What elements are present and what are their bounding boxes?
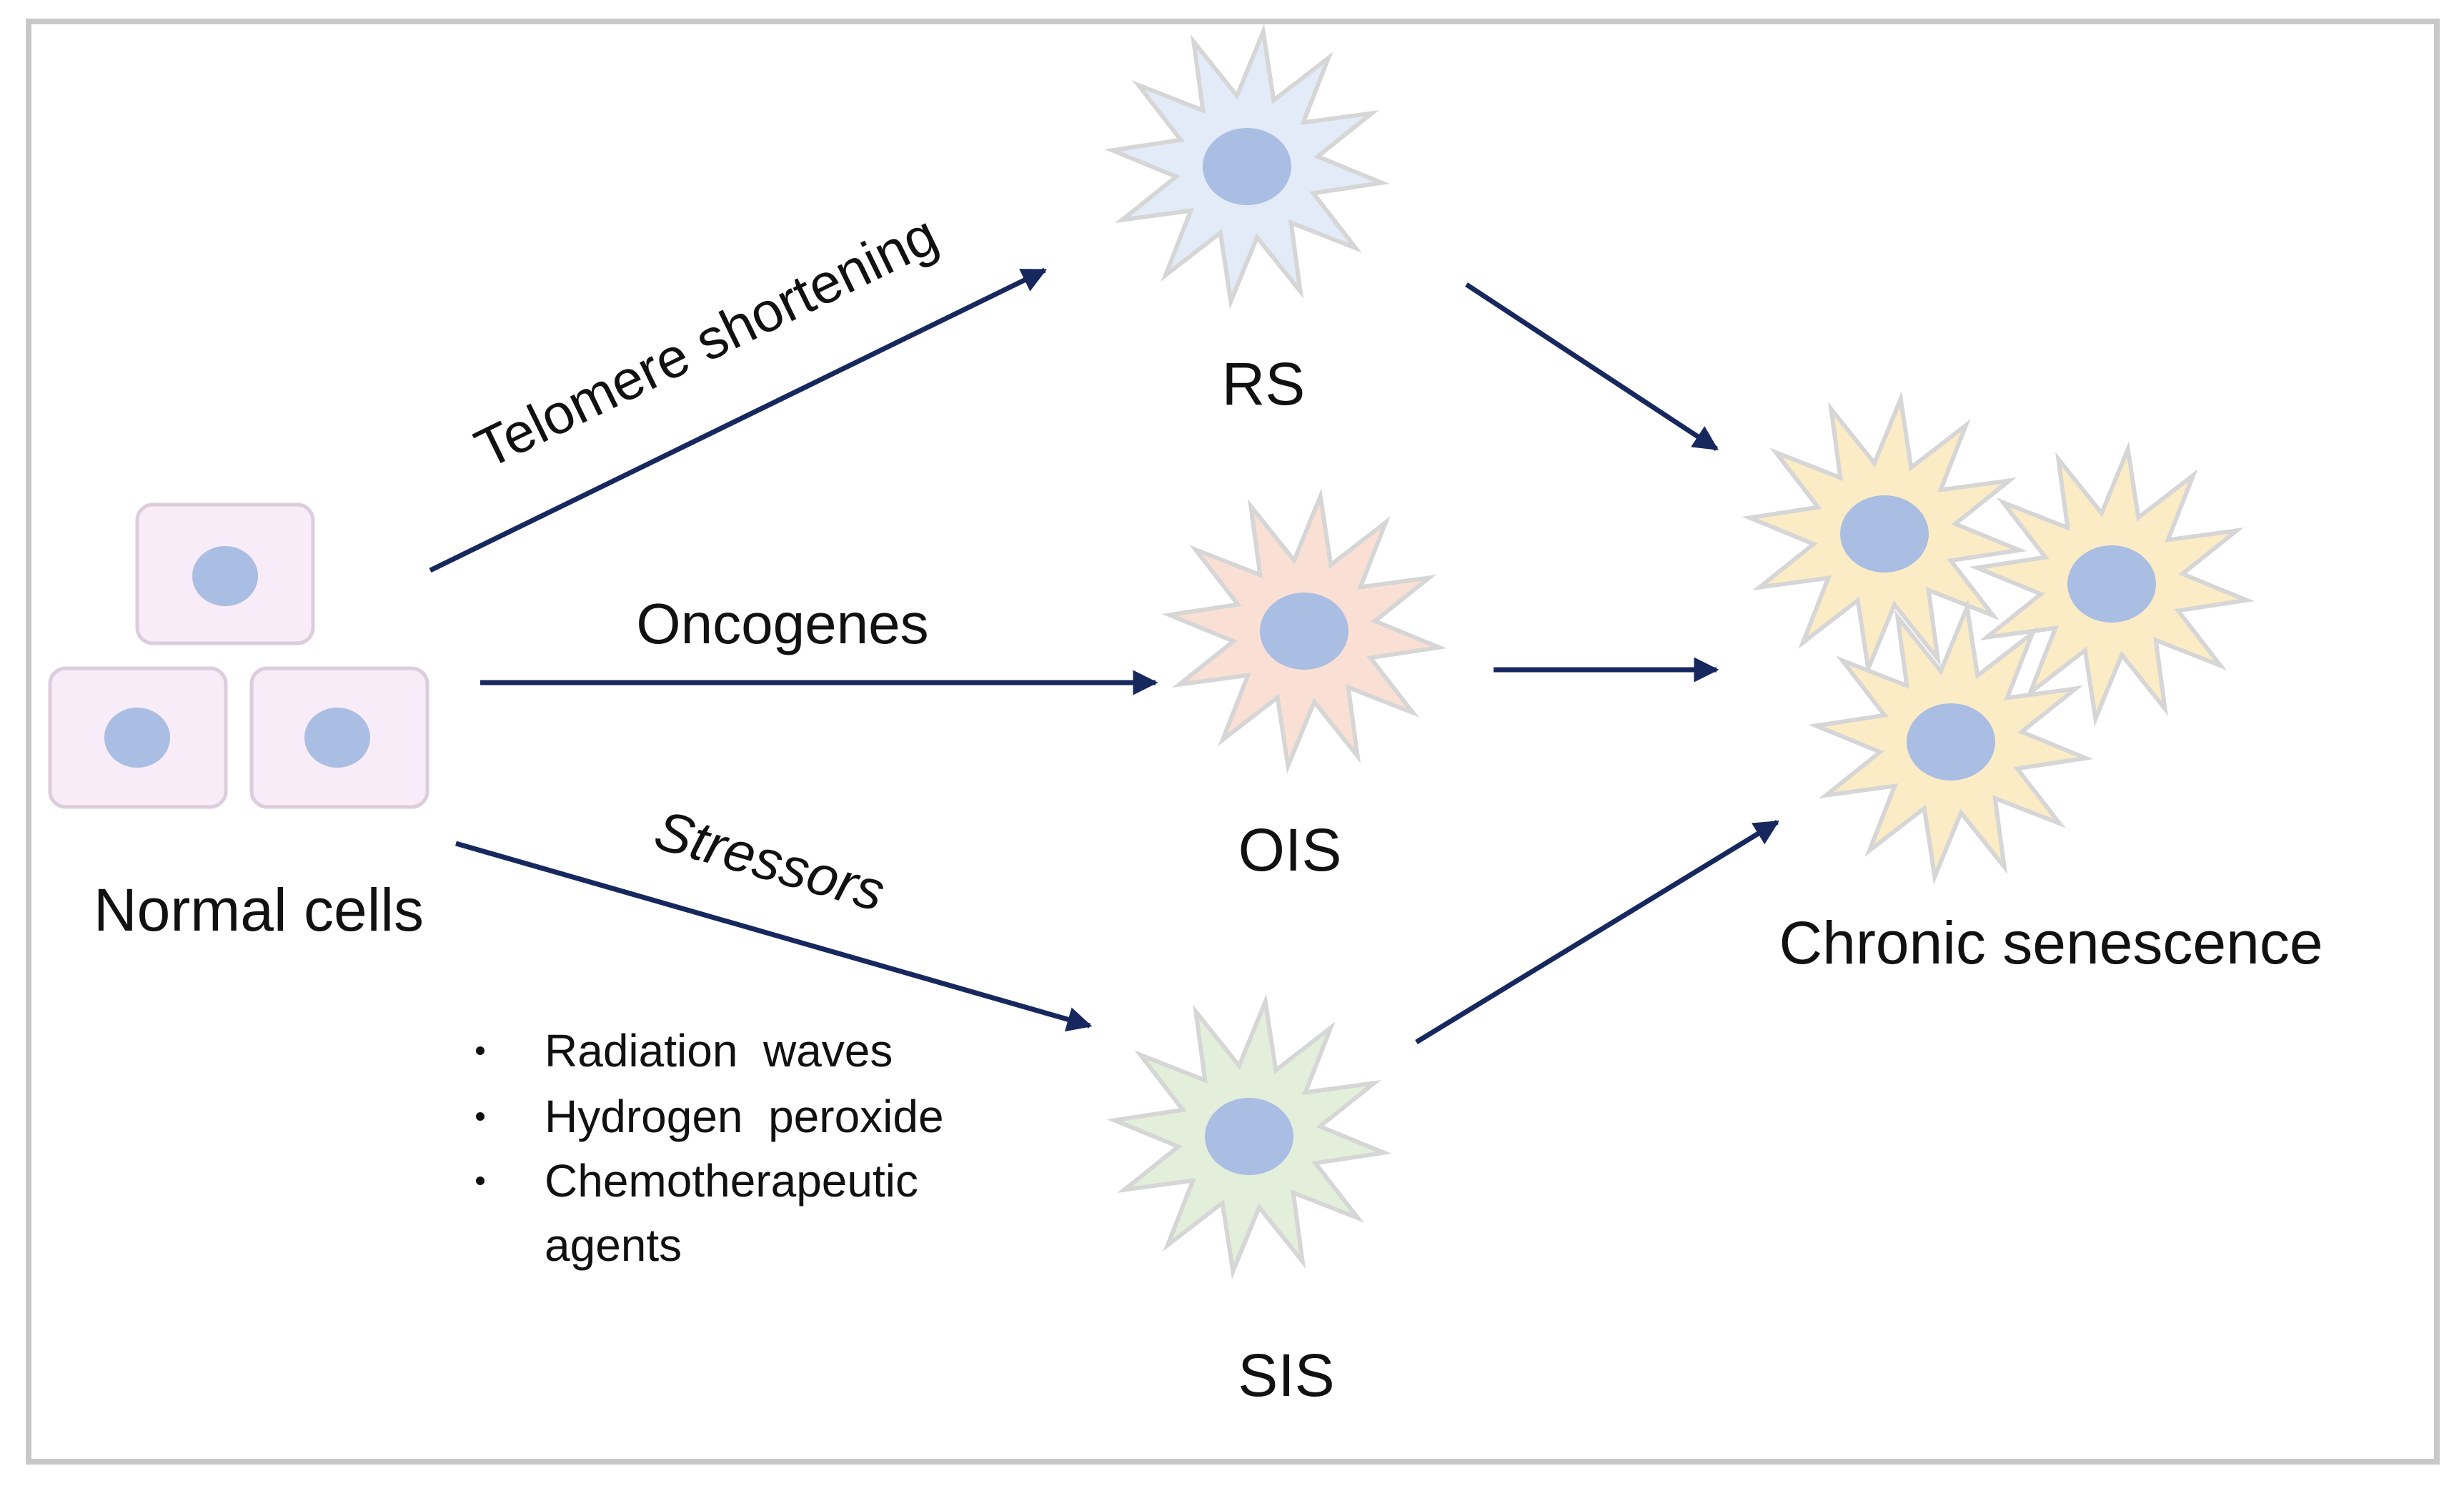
stressor-list: Radiation waves Hydrogen peroxide Chemot…: [476, 1025, 944, 1271]
nucleus: [1907, 703, 1995, 781]
nucleus: [1840, 495, 1929, 573]
rs-to-chronic-arrow: [1465, 282, 1719, 451]
ois-label: OIS: [1238, 816, 1342, 883]
oncogenes-label: Oncogenes: [636, 592, 928, 655]
stressors-arrow: [455, 841, 1093, 1032]
stressor-item: Chemotherapeutic: [545, 1155, 918, 1207]
chronic-senescence-cluster: [1742, 391, 2255, 885]
chronic-senescence-label: Chronic senescence: [1779, 909, 2323, 976]
senescent-cell-icon: [1104, 24, 1390, 309]
normal-cells-group: [48, 502, 429, 809]
ois-cell: [1161, 488, 1447, 774]
sis-to-chronic-arrow: [1415, 820, 1779, 1044]
telomere-arrow: [429, 267, 1048, 573]
rs-label: RS: [1222, 350, 1306, 417]
senescent-cell-icon: [1161, 488, 1447, 774]
senescent-cell-icon: [1808, 599, 2094, 885]
stressor-item: agents: [545, 1219, 682, 1271]
nucleus: [1260, 593, 1348, 670]
stressor-item: Radiation waves: [545, 1025, 893, 1076]
stressor-item: Hydrogen peroxide: [545, 1091, 944, 1142]
rs-cell: [1104, 24, 1390, 309]
nucleus: [2067, 545, 2156, 623]
bullet-icon: [476, 1177, 485, 1185]
sis-cell: [1106, 994, 1392, 1279]
normal-cells-label: Normal cells: [94, 876, 424, 943]
normal-cell-icon: [135, 502, 315, 645]
bullet-icon: [476, 1046, 485, 1055]
nucleus: [1205, 1098, 1293, 1175]
sis-label: SIS: [1238, 1342, 1334, 1409]
normal-cell-icon: [48, 666, 228, 809]
senescent-cell-icon: [1106, 994, 1392, 1279]
normal-cell-icon: [249, 666, 429, 809]
nucleus: [1203, 128, 1291, 205]
senescent-cell-icon: [1969, 441, 2255, 727]
bullet-icon: [476, 1112, 485, 1121]
